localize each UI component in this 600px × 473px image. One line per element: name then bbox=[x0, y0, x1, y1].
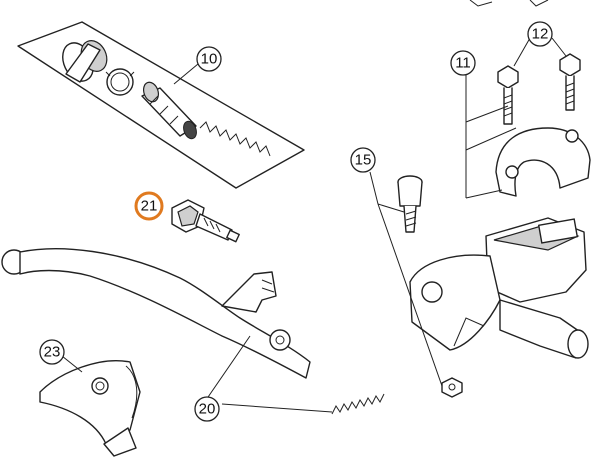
callout-10-label: 10 bbox=[201, 51, 218, 68]
callout-20-label: 20 bbox=[199, 401, 216, 418]
kit-piston bbox=[141, 81, 197, 140]
part-20-spring bbox=[331, 393, 385, 415]
callout-15[interactable]: 15 bbox=[350, 147, 376, 173]
part-11-clamp[interactable] bbox=[495, 127, 591, 197]
callout-11[interactable]: 11 bbox=[450, 50, 476, 76]
part-23-cover[interactable] bbox=[39, 360, 141, 457]
part-20-hand-lever[interactable] bbox=[1, 248, 311, 379]
part-15-pivot-bolt[interactable] bbox=[397, 175, 423, 233]
leader-10 bbox=[173, 63, 199, 85]
leader-20 bbox=[205, 335, 333, 413]
top-right-fragment bbox=[469, 0, 549, 7]
callout-11-label: 11 bbox=[455, 55, 471, 72]
callout-23[interactable]: 23 bbox=[39, 339, 65, 365]
bolt-left bbox=[497, 65, 519, 125]
callout-10[interactable]: 10 bbox=[196, 46, 222, 72]
callout-21[interactable]: 21 bbox=[134, 191, 164, 221]
callout-21-label: 21 bbox=[141, 198, 158, 215]
part-15-nut bbox=[441, 377, 463, 398]
bolt-right bbox=[559, 53, 581, 111]
kit-spring bbox=[199, 121, 271, 157]
part-21-adjuster[interactable] bbox=[171, 199, 240, 243]
callout-12[interactable]: 12 bbox=[527, 21, 553, 47]
leader-lines bbox=[61, 37, 567, 413]
callout-12-label: 12 bbox=[532, 26, 549, 43]
part-10-repair-kit[interactable] bbox=[17, 21, 305, 189]
callout-23-label: 23 bbox=[44, 344, 61, 361]
leader-12 bbox=[513, 37, 567, 67]
leader-15 bbox=[369, 171, 443, 387]
kit-boot bbox=[62, 40, 108, 83]
callout-15-label: 15 bbox=[355, 152, 372, 169]
master-cylinder-body[interactable] bbox=[409, 217, 589, 359]
part-12-bolts[interactable] bbox=[497, 53, 581, 125]
leader-23 bbox=[61, 355, 83, 373]
kit-circlip bbox=[105, 68, 135, 96]
leader-11 bbox=[465, 74, 517, 199]
callout-20[interactable]: 20 bbox=[194, 396, 220, 422]
